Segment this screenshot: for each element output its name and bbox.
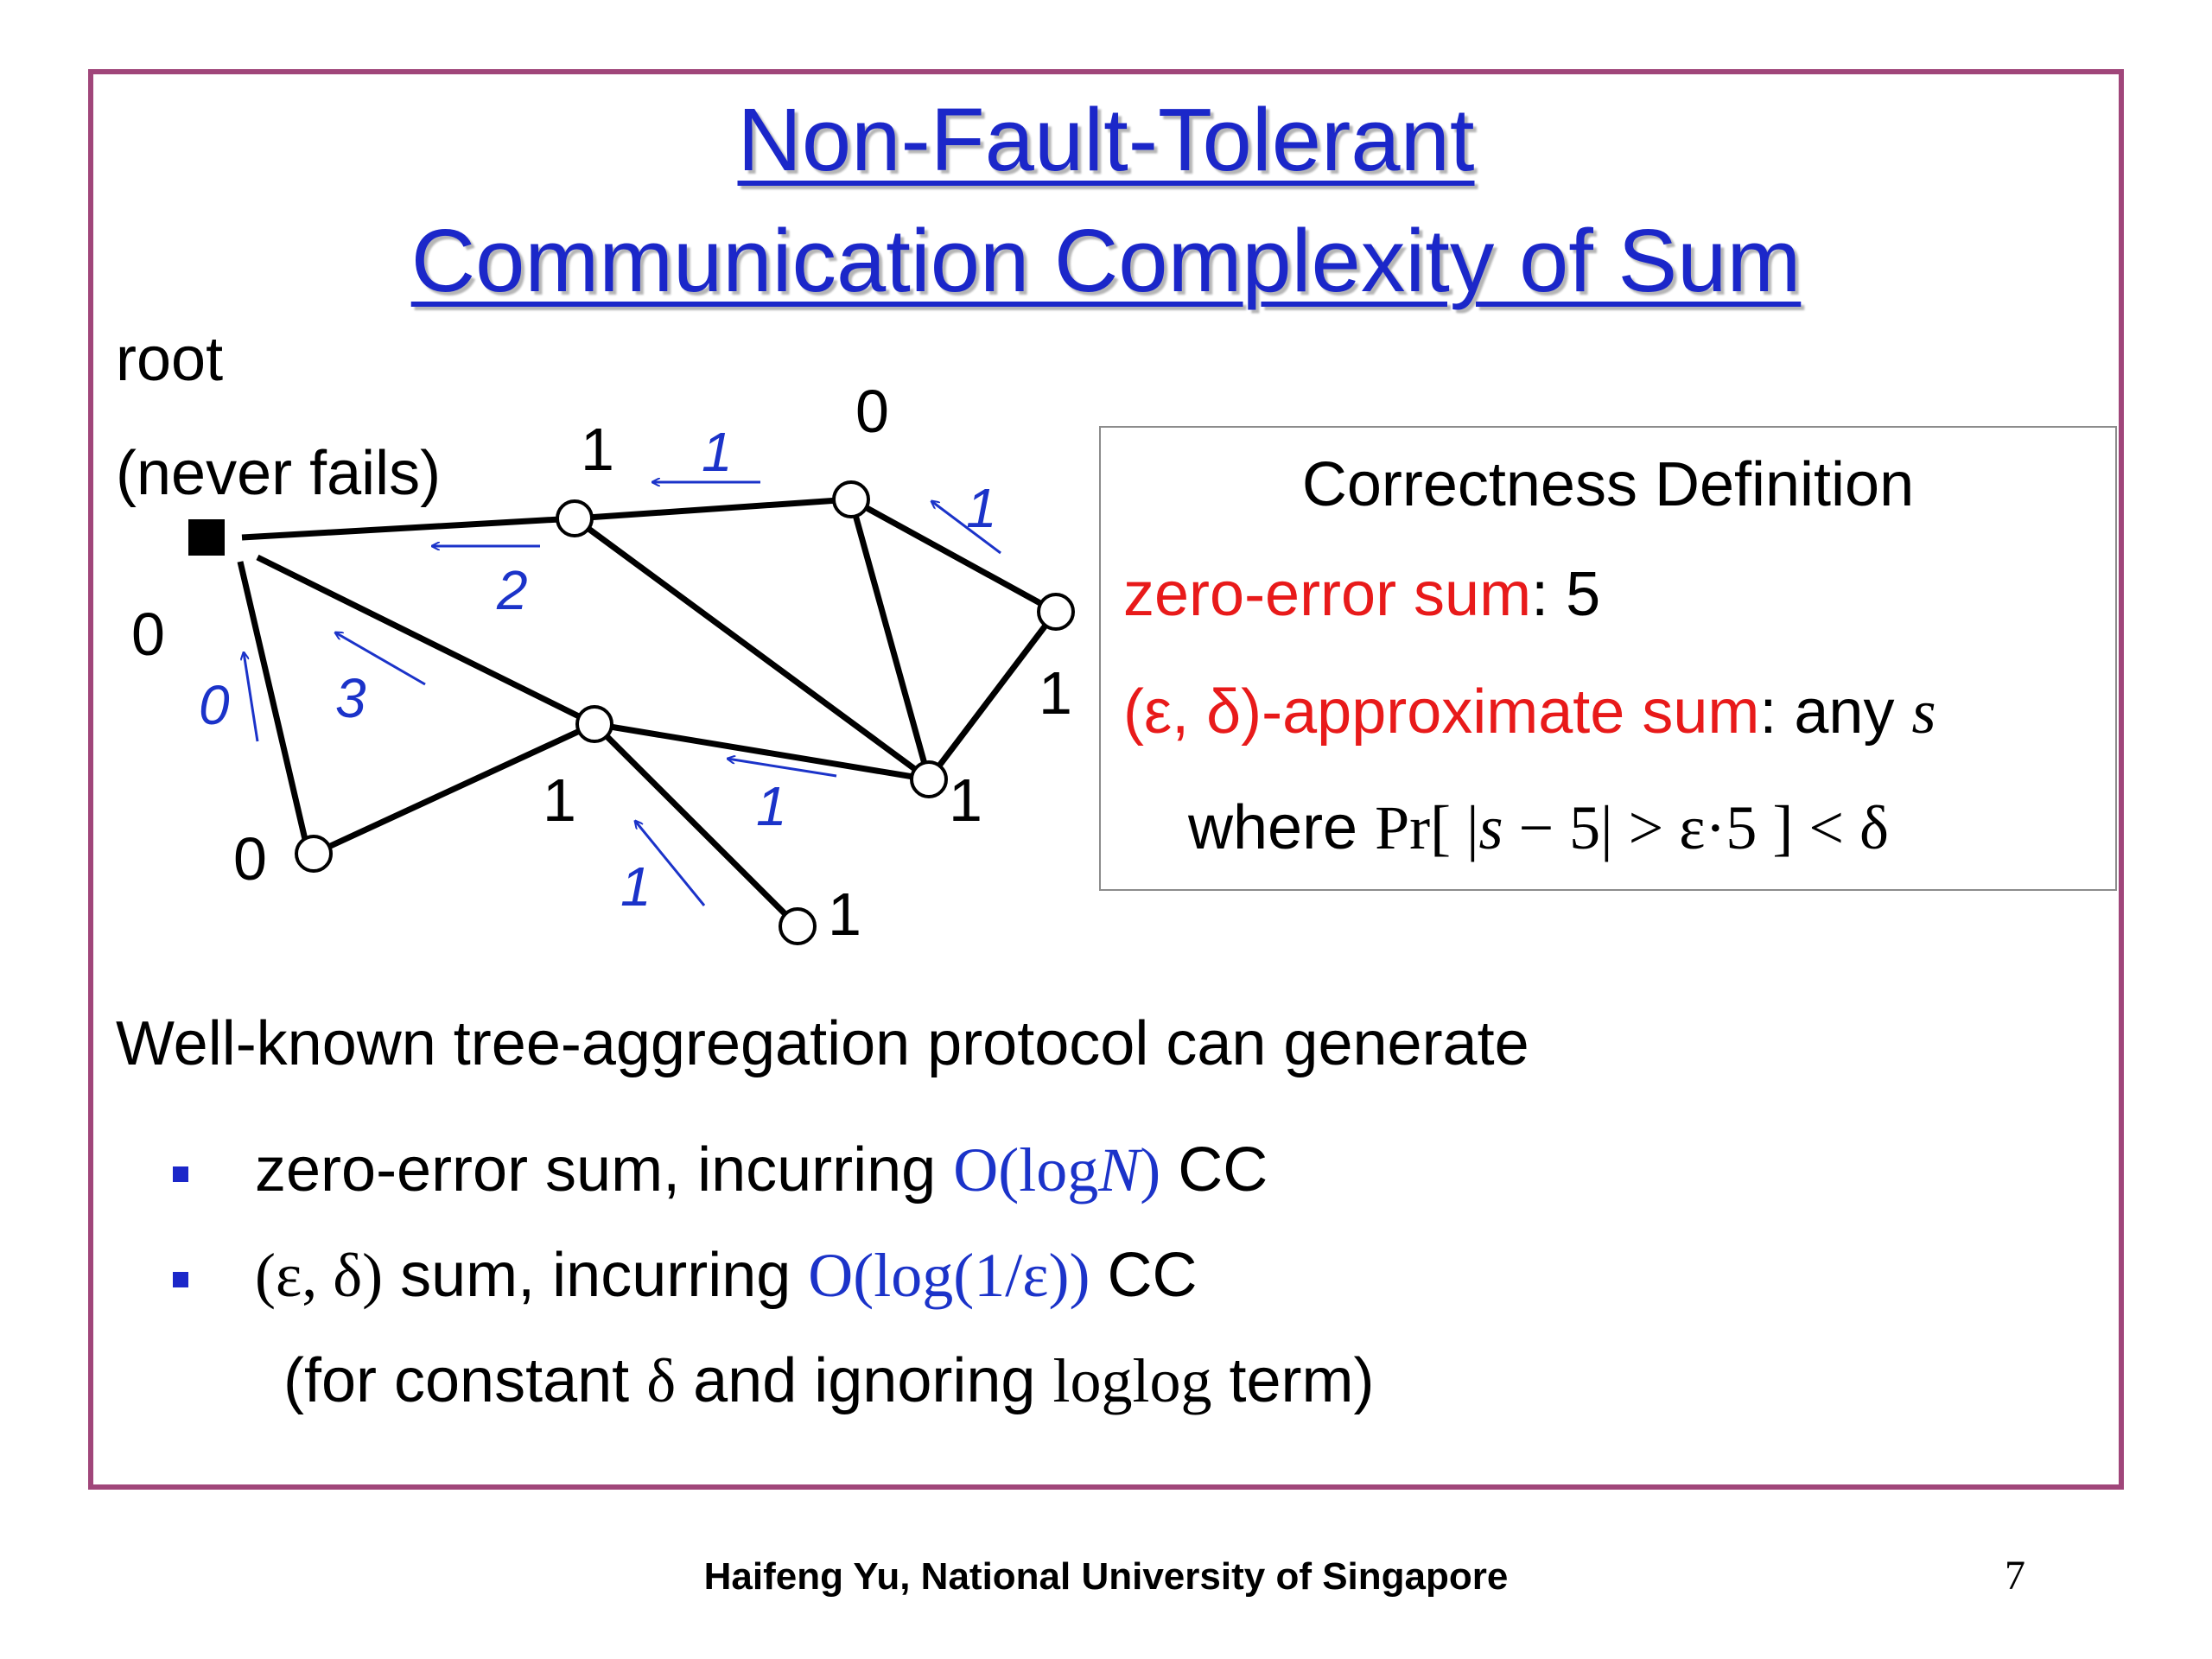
bullet-marker-2: [173, 1272, 188, 1287]
where-line: where Pr[ |s − 5| > ε·5 ] < δ: [1188, 797, 1889, 859]
msg-arrow-n6-root: [244, 652, 259, 742]
msg-label-n1-root: 2: [496, 559, 528, 621]
edge-n3-n4: [594, 721, 930, 783]
node-n2: [832, 480, 870, 518]
msg-label-n5-n2: 1: [966, 477, 997, 539]
edge-n5-n4: [926, 609, 1058, 782]
value-n6: 0: [233, 825, 267, 893]
slide-frame: [88, 69, 2124, 1490]
bullet1-suffix: CC: [1160, 1135, 1268, 1205]
edge-n6-n3: [312, 721, 596, 857]
value-n4: 1: [949, 766, 982, 834]
msg-label-n6-root: 0: [199, 674, 230, 736]
msg-label-n3-root: 3: [335, 667, 366, 729]
slide-title-line2: Communication Complexity of Sum: [410, 211, 1802, 310]
note-a: (for constant: [283, 1346, 647, 1415]
note-b: and ignoring: [676, 1346, 1053, 1415]
edge-root-n3: [256, 554, 596, 728]
value-root: 0: [131, 601, 165, 668]
bullet1-math-a: O(log: [953, 1135, 1099, 1205]
root-node: [188, 519, 225, 556]
where-formula-b: − 5| > ε·5 ] < δ: [1503, 793, 1889, 862]
edge-root-n6: [237, 561, 310, 848]
value-n5: 1: [1039, 659, 1072, 727]
bullet2-suffix: CC: [1090, 1241, 1198, 1310]
msg-arrow-n3-root: [335, 632, 426, 686]
bullet-marker-1: [173, 1166, 188, 1182]
edge-n1-n4: [572, 516, 931, 782]
approx-suffix: : any: [1759, 677, 1912, 747]
node-n6: [295, 835, 333, 873]
value-n2: 0: [855, 378, 889, 445]
footer-author: Haifeng Yu, National University of Singa…: [703, 1555, 1509, 1598]
node-n5: [1037, 593, 1075, 631]
edge-n1-n2: [574, 496, 852, 522]
zero-error-label: zero-error sum: [1123, 560, 1532, 629]
zero-error-value: : 5: [1531, 560, 1601, 629]
node-n1: [556, 499, 594, 537]
msg-label-n4-n3: 1: [756, 775, 787, 837]
node-n7: [779, 907, 817, 945]
zero-error-line: zero-error sum: 5: [1123, 563, 1600, 626]
node-n3: [575, 705, 613, 743]
where-word: where: [1188, 793, 1376, 862]
body-intro: Well-known tree-aggregation protocol can…: [116, 1009, 1529, 1078]
bullet-2: (ε, δ) sum, incurring O(log(1/ε)) CC: [255, 1244, 1197, 1306]
value-n1: 1: [581, 416, 614, 483]
bullet2-text: sum, incurring: [383, 1241, 809, 1310]
msg-arrow-n7-n3: [635, 821, 706, 906]
edge-n2-n4: [848, 499, 932, 780]
where-formula-s: s: [1478, 793, 1503, 862]
note-c: term): [1211, 1346, 1375, 1415]
value-n3: 1: [543, 766, 576, 834]
definition-heading: Correctness Definition: [1301, 450, 1915, 519]
page-number: 7: [2005, 1553, 2025, 1599]
bullet2-math: O(log(1/ε)): [808, 1241, 1090, 1310]
value-n7: 1: [828, 880, 861, 948]
approx-var: s: [1911, 677, 1936, 747]
correctness-definition-box: [1099, 426, 2117, 891]
where-formula-a: Pr[ |: [1375, 793, 1479, 862]
msg-arrow-n4-n3: [728, 759, 837, 778]
approx-label: (ε, δ)-approximate sum: [1123, 677, 1760, 747]
root-label: root: [116, 325, 224, 394]
bullet1-math-b: ): [1140, 1135, 1161, 1205]
msg-label-n2-n1: 1: [702, 421, 733, 483]
approx-line: (ε, δ)-approximate sum: any s: [1123, 681, 1936, 743]
bullet-2-note: (for constant δ and ignoring loglog term…: [283, 1350, 1374, 1412]
note-delta: δ: [646, 1346, 677, 1415]
bullet2-prefix: (ε, δ): [255, 1241, 384, 1310]
edge-n3-n7: [592, 721, 800, 929]
edge-root-n1: [241, 515, 575, 541]
root-note: (never fails): [116, 439, 442, 508]
msg-label-n7-n3: 1: [620, 855, 652, 918]
edge-n2-n5: [849, 496, 1058, 615]
bullet1-math-n: N: [1098, 1135, 1141, 1205]
note-loglog: loglog: [1052, 1346, 1212, 1415]
bullet1-text: zero-error sum, incurring: [255, 1135, 954, 1205]
slide-title-line1: Non-Fault-Tolerant: [737, 90, 1475, 189]
bullet-1: zero-error sum, incurring O(logN) CC: [255, 1139, 1268, 1201]
node-n4: [910, 760, 948, 798]
msg-arrow-n5-n2: [931, 501, 1001, 555]
